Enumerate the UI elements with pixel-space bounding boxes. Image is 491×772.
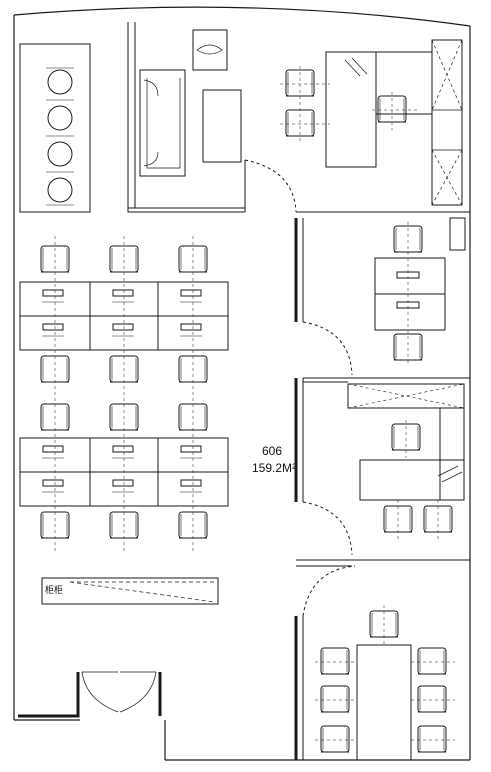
room-number-label: 606 (262, 444, 283, 458)
filing-cabinet (41, 577, 219, 605)
sofa (139, 69, 186, 177)
door-swings (302, 321, 356, 617)
coffee-table (202, 89, 242, 163)
filing-cabinet-label: 柜柜 (45, 585, 64, 595)
corridor-walls (294, 218, 470, 760)
armchair (192, 29, 228, 71)
bookcase (431, 39, 463, 206)
office-3 (347, 383, 465, 540)
entrance-door (81, 671, 157, 713)
conference-table (356, 644, 412, 761)
closet-top-left (19, 43, 91, 213)
manager-chairs (280, 66, 420, 144)
workstation-chairs (40, 236, 208, 552)
outer-walls (13, 6, 471, 761)
office-2 (374, 217, 466, 366)
manager-office (127, 22, 470, 213)
room-area-label: 159.2M² (252, 461, 297, 475)
entrance-walls (18, 672, 162, 718)
stools (46, 67, 74, 206)
executive-desk (325, 51, 377, 168)
conference-room (315, 605, 455, 761)
